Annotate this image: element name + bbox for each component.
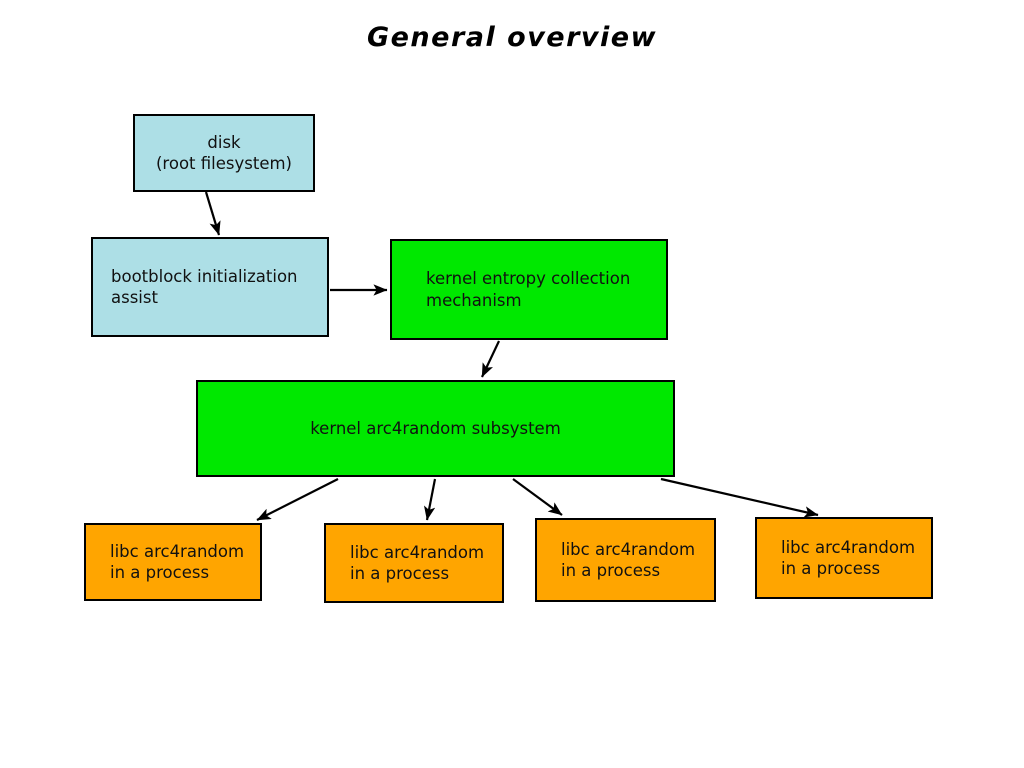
edge-arc4random-to-process-1 [256,478,339,521]
node-label-libc-process-2: libc arc4random in a process [350,542,485,583]
edge-arc4random-to-process-2 [423,478,437,521]
node-libc-process-3[interactable]: libc arc4random in a process [535,518,716,602]
node-libc-process-2[interactable]: libc arc4random in a process [324,523,504,603]
node-label-disk: disk (root filesystem) [156,132,292,173]
node-label-libc-process-3: libc arc4random in a process [561,539,696,580]
edge-disk-to-bootblock [204,191,221,236]
node-label-bootblock: bootblock initialization assist [111,266,298,307]
edge-arc4random-to-process-3 [512,478,563,516]
edge-arc4random-to-process-4 [660,477,819,518]
node-bootblock[interactable]: bootblock initialization assist [91,237,329,337]
node-label-kernel-entropy: kernel entropy collection mechanism [426,269,631,310]
edge-entropy-to-arc4random [481,340,500,378]
node-disk[interactable]: disk (root filesystem) [133,114,315,192]
node-kernel-arc4random[interactable]: kernel arc4random subsystem [196,380,675,477]
node-label-libc-process-1: libc arc4random in a process [110,541,245,582]
page-title: General overview [366,22,658,53]
node-label-kernel-arc4random: kernel arc4random subsystem [310,418,561,438]
node-label-libc-process-4: libc arc4random in a process [781,537,916,578]
node-libc-process-1[interactable]: libc arc4random in a process [84,523,262,601]
node-libc-process-4[interactable]: libc arc4random in a process [755,517,933,599]
node-kernel-entropy[interactable]: kernel entropy collection mechanism [390,239,668,340]
